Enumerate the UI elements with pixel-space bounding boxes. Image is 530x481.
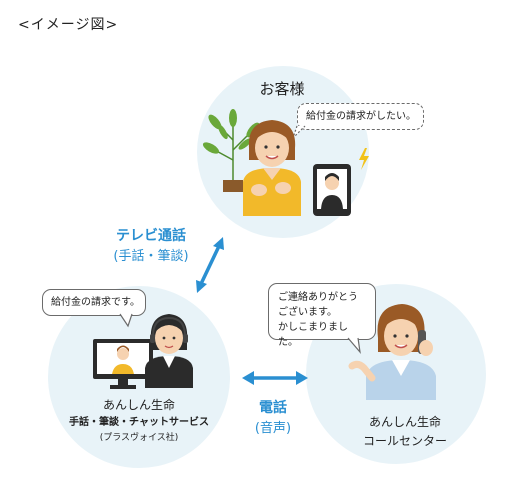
monitor-icon xyxy=(93,339,153,389)
lightning-icon xyxy=(359,148,369,170)
video-call-subtitle: (手話・筆談) xyxy=(113,249,189,264)
call-center-bubble-tail xyxy=(347,337,361,354)
call-center-bubble-line-2: ございます。 xyxy=(278,307,337,318)
call-center-department: コールセンター xyxy=(362,434,447,448)
phone-subtitle: (音声) xyxy=(254,421,292,436)
customer-speech-bubble: 給付金の請求がしたい。 xyxy=(297,103,424,130)
call-center-company-name: あんしん生命 xyxy=(368,415,441,429)
customer-label: お客様 xyxy=(259,80,305,98)
service-description: 手話・筆談・チャットサービス xyxy=(69,417,209,428)
call-center-person-icon xyxy=(348,304,436,400)
phone-double-arrow xyxy=(242,371,308,385)
call-center-speech-bubble: ご連絡ありがとう ございます。 かしこまりました。 xyxy=(268,283,376,348)
service-speech-bubble: 給付金の請求です。 xyxy=(42,289,146,316)
plant-icon xyxy=(202,109,260,192)
service-company-name: あんしん生命 xyxy=(102,398,175,412)
phone-title: 電話 xyxy=(259,400,287,416)
video-call-double-arrow xyxy=(196,237,224,293)
call-center-bubble-line-3: かしこまりました。 xyxy=(278,322,348,348)
video-call-title: テレビ通話 xyxy=(116,228,186,244)
operator-person-icon xyxy=(145,314,193,388)
tablet-icon xyxy=(313,164,351,216)
service-bubble-tail xyxy=(119,313,133,328)
call-center-bubble-line-1: ご連絡ありがとう xyxy=(278,292,358,303)
page-title: <イメージ図> xyxy=(18,17,119,33)
service-provider: (プラスヴォイス社) xyxy=(99,433,179,443)
customer-person-icon xyxy=(243,120,301,216)
